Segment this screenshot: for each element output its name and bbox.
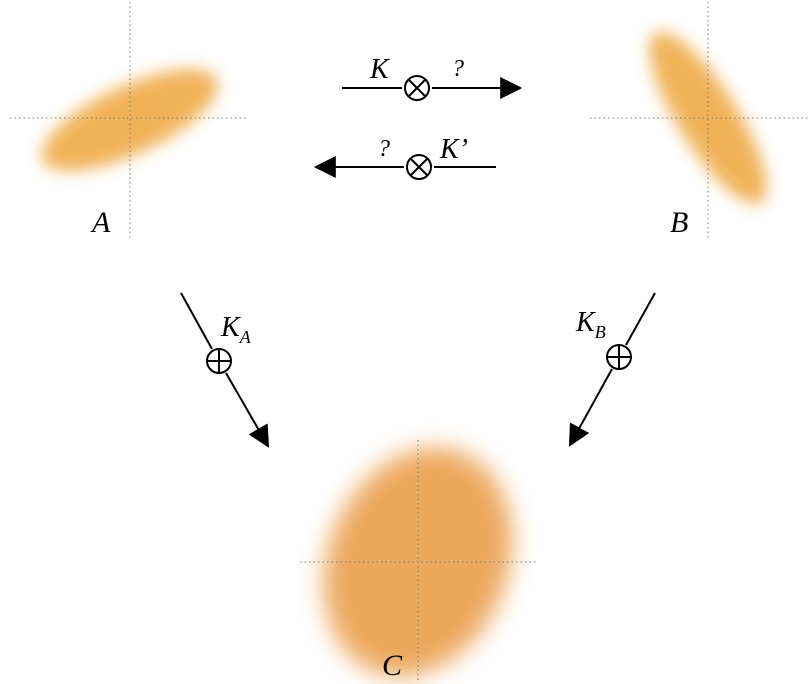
covariance-ellipse-a: A bbox=[10, 2, 246, 240]
arrow-a-to-b: K ? bbox=[342, 54, 520, 100]
arrow-bc-upper-segment bbox=[626, 293, 655, 345]
arrow-b-to-c: KB bbox=[570, 293, 655, 445]
arrow-ac-lower-segment bbox=[226, 373, 268, 446]
covariance-ellipse-c: C bbox=[290, 419, 545, 684]
label-bottom-kprime: K’ bbox=[439, 134, 468, 165]
label-b: B bbox=[670, 206, 688, 239]
circle-plus-icon bbox=[207, 349, 231, 373]
covariance-ellipse-b: B bbox=[590, 2, 810, 240]
circle-times-icon bbox=[405, 76, 429, 100]
label-kb-sub: B bbox=[595, 322, 606, 342]
label-ka-main: K bbox=[220, 312, 241, 343]
circle-plus-icon bbox=[607, 345, 631, 369]
label-bottom-question: ? bbox=[378, 136, 390, 162]
arrow-ac-upper-segment bbox=[181, 293, 212, 349]
arrow-b-to-a: ? K’ bbox=[316, 134, 496, 179]
label-a: A bbox=[90, 206, 111, 239]
label-ka-sub: A bbox=[239, 327, 252, 347]
label-top-question: ? bbox=[452, 56, 464, 82]
label-c: C bbox=[382, 649, 403, 682]
arrow-a-to-c: KA bbox=[181, 293, 268, 446]
label-kb-main: K bbox=[575, 307, 596, 338]
label-top-k: K bbox=[369, 54, 390, 85]
label-kb: KB bbox=[575, 307, 606, 342]
arrow-bc-lower-segment bbox=[570, 369, 612, 445]
circle-times-icon bbox=[407, 155, 431, 179]
label-ka: KA bbox=[220, 312, 252, 347]
